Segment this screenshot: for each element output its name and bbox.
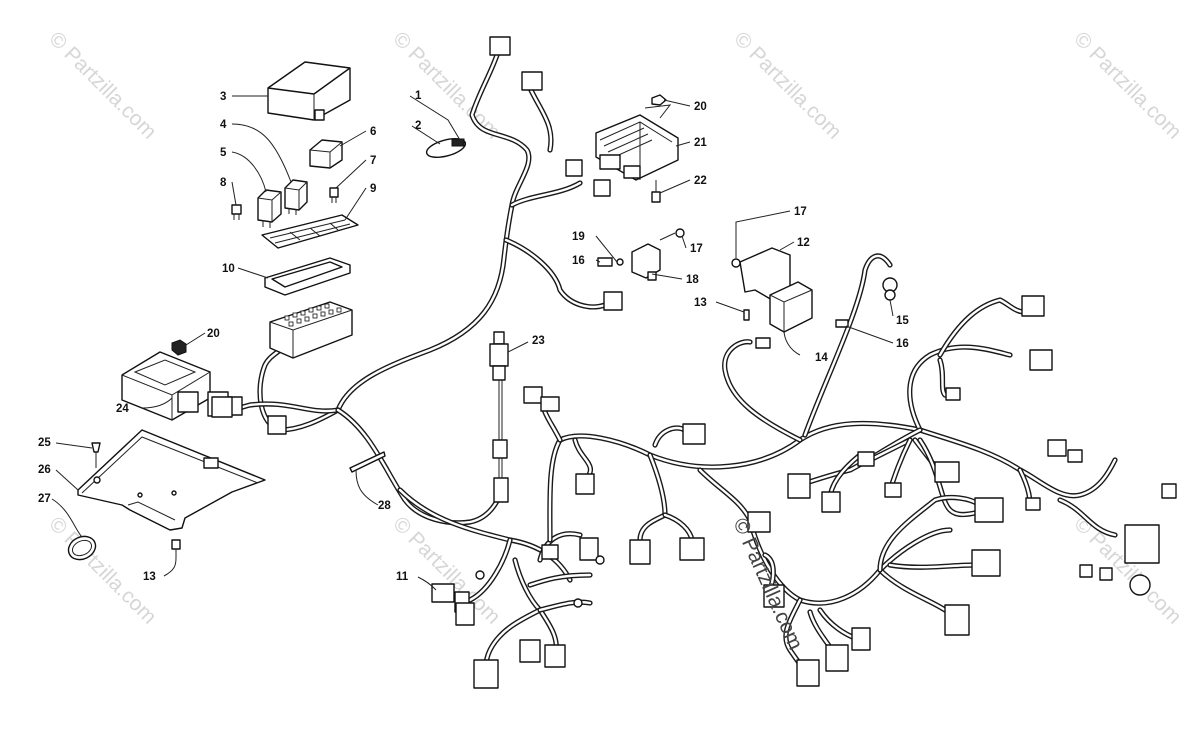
fuse-box-base [269, 301, 353, 359]
callout-2: 2 [415, 120, 421, 132]
fuse [329, 187, 339, 203]
callout-17: 17 [794, 206, 807, 218]
callout-16: 16 [572, 255, 585, 267]
callout-11: 11 [396, 571, 409, 583]
callout-22: 22 [694, 175, 707, 187]
callout-25: 25 [38, 437, 51, 449]
relay-small [309, 139, 343, 169]
voltage-regulator [595, 114, 679, 181]
nut [171, 339, 187, 356]
switch-bracket [731, 247, 849, 333]
callout-6: 6 [370, 126, 376, 138]
watermark-center: © Partzilla.com [728, 515, 807, 654]
callout-4: 4 [220, 119, 227, 131]
callout-7: 7 [370, 155, 376, 167]
screw [171, 539, 181, 558]
callout-15: 15 [896, 315, 909, 327]
callout-17: 17 [690, 243, 703, 255]
gasket [264, 257, 351, 296]
callout-28: 28 [378, 500, 391, 512]
callout-18: 18 [686, 274, 699, 286]
callout-13: 13 [143, 571, 156, 583]
screw [91, 442, 101, 468]
callout-1: 1 [415, 90, 422, 102]
callout-23: 23 [532, 335, 545, 347]
relay-large [257, 189, 282, 228]
leader-lines [51, 95, 894, 591]
callout-5: 5 [220, 147, 227, 159]
callout-26: 26 [38, 464, 51, 476]
callout-20: 20 [694, 101, 707, 113]
callout-24: 24 [116, 403, 129, 415]
callout-12: 12 [797, 237, 810, 249]
oxygen-sensor [489, 331, 509, 503]
watermark: © Partzilla.com [729, 27, 845, 143]
callout-27: 27 [38, 493, 51, 505]
bolt [651, 180, 661, 203]
connector [565, 159, 611, 197]
cable-tie [349, 451, 386, 473]
callout-3: 3 [220, 91, 226, 103]
callout-19: 19 [572, 231, 585, 243]
nut [644, 94, 672, 119]
harness-connectors [211, 36, 1177, 689]
grommet [882, 277, 898, 301]
callout-13: 13 [694, 297, 707, 309]
callout-8: 8 [220, 177, 227, 189]
mounting-bracket [597, 228, 685, 281]
callout-10: 10 [222, 263, 235, 275]
mounting-plate [77, 429, 266, 531]
fuse [231, 204, 242, 220]
watermark: © Partzilla.com [388, 27, 504, 143]
fuse-label-sheet [261, 214, 359, 249]
callout-21: 21 [694, 137, 707, 149]
callout-16: 16 [896, 338, 909, 350]
fuse-box-cover [267, 61, 351, 121]
callout-9: 9 [370, 183, 376, 195]
relay-large [284, 179, 308, 215]
callout-20: 20 [207, 328, 220, 340]
callout-14: 14 [815, 352, 828, 364]
sensor-bracket [425, 137, 467, 159]
watermark: © Partzilla.com [44, 27, 160, 143]
hose-clamp [67, 535, 97, 561]
callouts: 3 4 5 8 6 7 9 10 20 24 25 26 27 13 1 2 2… [38, 90, 909, 583]
watermark: © Partzilla.com [1069, 27, 1185, 143]
